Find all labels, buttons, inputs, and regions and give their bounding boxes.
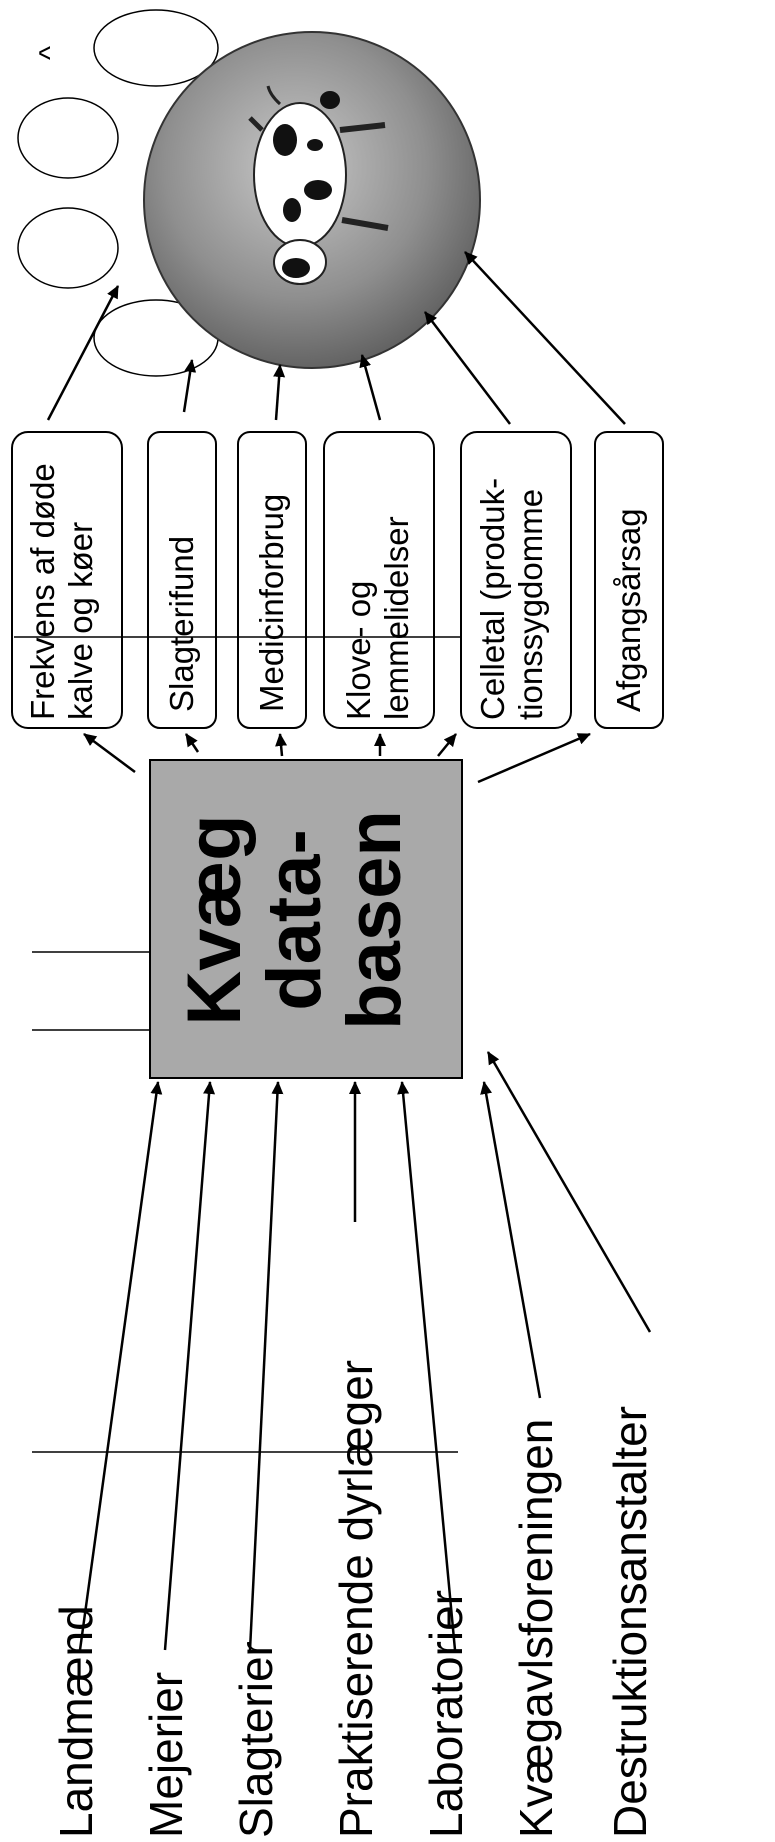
output-label-klove: Klove- og lemmelidelser	[340, 516, 415, 720]
source-slagterier: Slagterier	[230, 1641, 282, 1838]
arrow-kvaegavl	[480, 1081, 542, 1399]
caret-mark: ^	[34, 45, 67, 60]
output-label-frekvens: Frekvens af døde kalve og køer	[24, 463, 99, 720]
arrow-frekvens-up	[46, 285, 120, 421]
database-label-line2: data-	[251, 829, 337, 1011]
source-praktiserende-dyrlaeger: Praktiserende dyrlæger	[330, 1359, 382, 1838]
arrow-slagterier	[248, 1081, 284, 1651]
empty-ellipse	[93, 9, 219, 87]
output-label-afgang: Afgangsårsag	[610, 508, 647, 712]
database-label-line3: basen	[331, 810, 417, 1030]
source-mejerier: Mejerier	[140, 1671, 192, 1838]
arrow-celletal-up	[424, 311, 511, 425]
source-destruktionsanstalter: Destruktionsanstalter	[604, 1405, 656, 1838]
database-label: Kvæg data- basen	[172, 770, 417, 1070]
empty-ellipse	[17, 207, 119, 289]
arrow-medicinforbrug-up	[273, 364, 286, 421]
arrow-mejerier	[163, 1081, 216, 1651]
arrow-afgang-up	[464, 251, 626, 425]
output-box-slagterifund	[147, 431, 217, 729]
arrow-destruktion	[486, 1051, 652, 1333]
arrow-to-medicinforbrug	[275, 733, 288, 757]
output-box-afgang	[594, 431, 664, 729]
output-box-frekvens	[11, 431, 123, 729]
arrow-laboratorier	[397, 1081, 457, 1651]
output-box-medicinforbrug	[237, 431, 307, 729]
empty-ellipse	[17, 97, 119, 179]
output-box-celletal	[460, 431, 572, 729]
arrow-slagterifund-up	[182, 359, 197, 413]
arrow-klove-up	[359, 354, 382, 421]
output-label-slagterifund: Slagterifund	[163, 535, 200, 712]
source-laboratorier: Laboratorier	[420, 1589, 472, 1838]
database-box	[149, 759, 463, 1079]
output-box-klove	[323, 431, 435, 729]
arrow-landmaend	[78, 1081, 163, 1651]
source-kvaegavlsforeningen: Kvægavlsforeningen	[510, 1418, 562, 1838]
database-label-line1: Kvæg	[172, 814, 257, 1026]
output-label-celletal: Celletal (produk-tionssygdomme	[474, 477, 549, 720]
output-label-medicinforbrug: Medicinforbrug	[253, 493, 290, 712]
cow-icon	[248, 85, 389, 285]
arrow-to-frekvens	[83, 732, 136, 774]
arrow-to-afgang	[477, 732, 591, 784]
arrow-to-slagterifund	[184, 733, 200, 753]
source-landmaend: Landmænd	[50, 1605, 102, 1838]
arrow-to-celletal	[437, 733, 457, 757]
